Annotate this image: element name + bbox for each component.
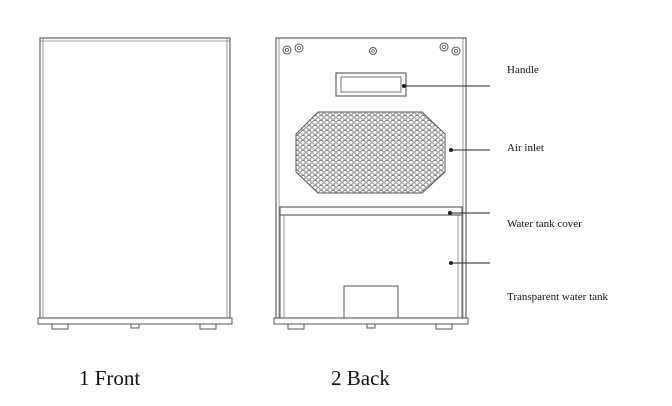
front-foot-left [51,323,69,330]
front-view [37,37,233,330]
screw-icon [439,42,449,52]
screw-icon [371,49,375,53]
leader-lines [401,83,490,266]
screw-icon [453,49,458,54]
back-base [273,317,469,325]
front-foot-right [199,323,217,330]
front-foot-center [130,323,140,329]
back-caption: 2 Back [331,366,390,390]
front-body [39,37,231,319]
air-inlet-grille [295,111,446,194]
back-foot-center [366,323,376,329]
callout-water-tank-cover: Water tank cover [507,218,582,230]
callout-transparent-water-tank: Transparent water tank [507,291,609,303]
screw-icon [282,45,292,55]
callout-air-inlet: Air inlet [507,142,544,154]
handle-outer [335,72,407,97]
back-foot-left [287,323,305,330]
screw-icon [294,43,304,53]
leader-water-tank-cover-dot [447,210,453,216]
screw-icon [369,47,377,55]
water-tank-cover [279,206,463,216]
screw-icon [284,48,289,53]
handle-inner [340,76,402,93]
screw-icon [296,46,301,51]
back-view [273,37,469,330]
leader-transparent-water-tank-dot [448,260,454,266]
tank-float-window [343,285,399,319]
front-base [37,317,233,325]
front-caption: 1 Front [79,366,141,390]
callout-handle: Handle [507,64,539,76]
screw-icon [441,45,446,50]
back-foot-right [435,323,453,330]
leader-air-inlet-dot [448,147,454,153]
transparent-water-tank [279,214,463,319]
screw-icon [451,46,461,56]
leader-handle-dot [401,83,407,89]
